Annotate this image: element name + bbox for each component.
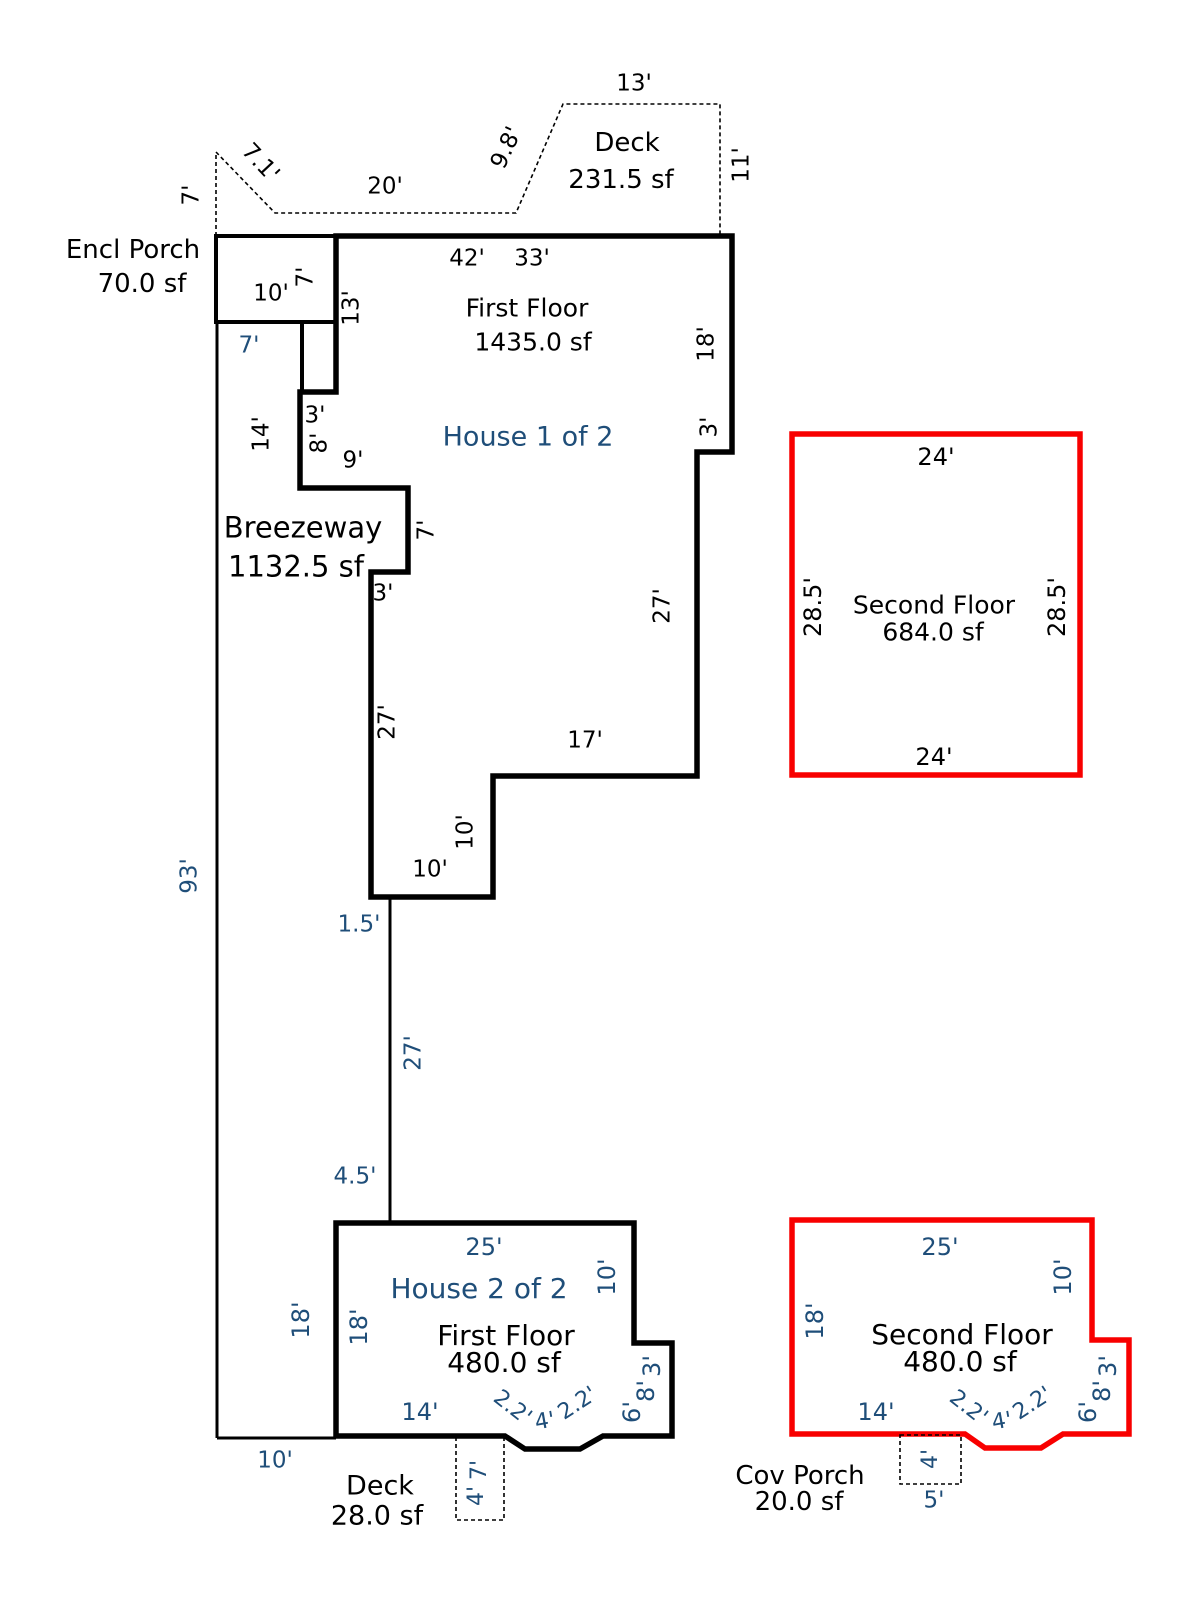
label-house1-first-name: First Floor [465, 293, 589, 323]
label-breezeway-name: Breezeway [223, 510, 383, 545]
label-house1-dim-42: 42' [449, 245, 485, 272]
cov-porch-dotted-outline [899, 1434, 962, 1485]
label-house1-dim-27b: 27' [374, 704, 401, 740]
label-encl-porch-area: 70.0 sf [97, 269, 187, 299]
label-house1-tag: House 1 of 2 [442, 421, 614, 453]
label-house1-dim-14: 14' [248, 416, 275, 452]
label-deck2-dim-7: 7' [467, 1459, 492, 1481]
label-house1-dim-33: 33' [514, 245, 550, 272]
house2-second-floor-outline [789, 1217, 1132, 1451]
label-deck2-name: Deck [346, 1470, 414, 1502]
label-deck2-dim-4: 4' [464, 1485, 489, 1507]
label-breezeway-dim-10: 10' [257, 1447, 293, 1474]
label-house1-dim-7: 7' [413, 519, 440, 541]
label-encl-porch-dim-10: 10' [253, 280, 289, 307]
label-deck1-area: 231.5 sf [568, 165, 674, 195]
label-deck1-dim-11: 11' [728, 147, 755, 183]
label-house1-dim-3a: 3' [696, 416, 723, 438]
label-deck1-name: Deck [594, 128, 660, 158]
label-house2-dim-3: 3' [638, 1355, 666, 1377]
label-house1-dim-13: 13' [338, 290, 365, 326]
label-sf1-dim-28-5-l: 28.5' [799, 576, 827, 638]
label-house1-dim-9: 9' [342, 447, 364, 474]
label-house2-first-name: First Floor [437, 1319, 575, 1352]
label-sf2-dim-18: 18' [801, 1302, 829, 1340]
label-house2-dim-10: 10' [593, 1258, 621, 1296]
label-house2-first-area: 480.0 sf [447, 1346, 561, 1379]
label-sf2-dim-10: 10' [1049, 1258, 1077, 1296]
label-cov-porch-area: 20.0 sf [754, 1487, 844, 1517]
deck-top-dotted-outline [215, 103, 721, 236]
label-sf1-dim-24-top: 24' [917, 443, 955, 471]
label-house2-dim-14: 14' [401, 1398, 439, 1426]
house1-first-floor-outline [297, 233, 735, 900]
label-house2-dim-18-out: 18' [287, 1301, 315, 1339]
label-house1-dim-10b: 10' [412, 856, 448, 883]
label-house2-dim-8: 8' [632, 1380, 660, 1402]
label-encl-porch-dim-7: 7' [292, 266, 319, 288]
label-sf2-dim-8: 8' [1088, 1380, 1116, 1402]
label-deck1-dim-7: 7' [178, 184, 205, 206]
label-house1-dim-17: 17' [567, 727, 603, 754]
label-sf1-dim-24-bot: 24' [915, 743, 953, 771]
label-sf2-name: Second Floor [871, 1318, 1053, 1351]
label-sf1-dim-28-5-r: 28.5' [1043, 576, 1071, 638]
label-breezeway-dim-1-5: 1.5' [337, 911, 381, 938]
house1-second-floor-outline [789, 431, 1083, 778]
label-house1-dim-10a: 10' [452, 814, 479, 850]
deck-bottom-dotted-outline [455, 1435, 505, 1521]
label-breezeway-dim-27: 27' [400, 1035, 427, 1071]
label-sf2-dim-3: 3' [1094, 1355, 1122, 1377]
label-house1-dim-3b: 3' [304, 402, 326, 429]
label-breezeway-dim-93: 93' [176, 858, 203, 894]
house2-first-floor-outline [333, 1220, 675, 1452]
label-sf1-name: Second Floor [852, 590, 1016, 620]
label-sf2-dim-25: 25' [921, 1233, 959, 1261]
label-house2-dim-25: 25' [465, 1233, 503, 1261]
label-sf2-dim-14: 14' [857, 1398, 895, 1426]
label-house1-dim-8: 8' [306, 432, 333, 454]
label-breezeway-dim-7: 7' [238, 332, 260, 359]
label-sf1-area: 684.0 sf [882, 617, 984, 647]
label-cov-porch-name: Cov Porch [735, 1461, 865, 1491]
label-house2-tag: House 2 of 2 [390, 1272, 568, 1305]
label-sf2-dim-6: 6' [1074, 1401, 1102, 1423]
label-deck2-area: 28.0 sf [330, 1500, 424, 1532]
label-house2-dim-6: 6' [618, 1401, 646, 1423]
label-breezeway-dim-4-5: 4.5' [333, 1163, 377, 1190]
label-house2-dim-18-in: 18' [345, 1308, 373, 1346]
label-deck1-dim-20: 20' [367, 173, 403, 200]
label-deck1-dim-13: 13' [616, 70, 652, 97]
label-breezeway-area: 1132.5 sf [227, 549, 365, 584]
label-sf2-dim-4: 4' [989, 1407, 1014, 1436]
label-house1-dim-27a: 27' [649, 588, 676, 624]
label-house1-dim-18: 18' [693, 326, 720, 362]
label-encl-porch-name: Encl Porch [65, 235, 201, 265]
label-sf2-area: 480.0 sf [903, 1345, 1017, 1378]
label-house2-dim-4: 4' [532, 1407, 557, 1436]
label-cov-porch-dim-5: 5' [923, 1487, 945, 1514]
label-cov-porch-dim-4: 4' [918, 1448, 943, 1470]
label-house1-dim-3c: 3' [372, 580, 394, 607]
label-house1-first-area: 1435.0 sf [474, 327, 592, 357]
